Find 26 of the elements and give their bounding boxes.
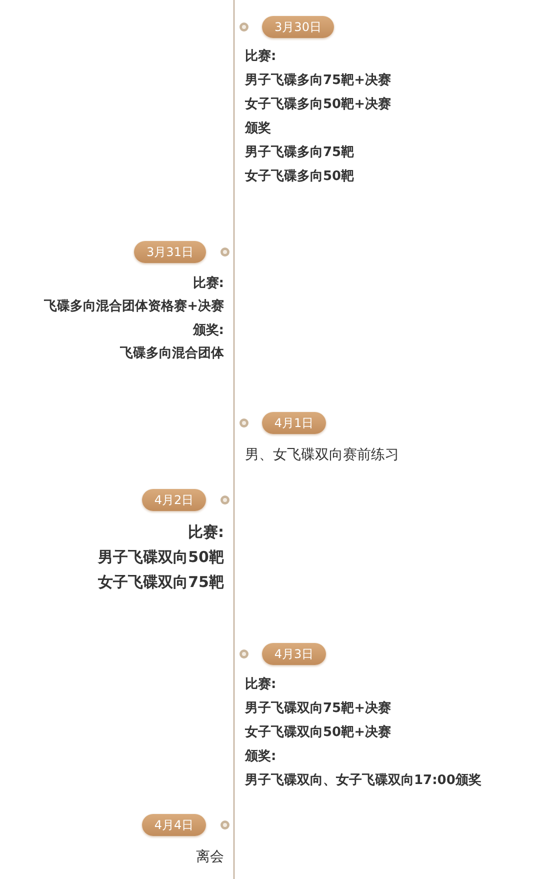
schedule-text: 飞碟多向混合团体 <box>120 344 224 363</box>
schedule-text: 男子飞碟多向75靶 <box>245 144 354 162</box>
schedule-text: 男子飞碟双向50靶 <box>98 548 224 566</box>
schedule-text: 比赛: <box>192 275 224 293</box>
schedule-text: 女子飞碟双向75靶 <box>98 573 224 591</box>
schedule-text: 颁奖: <box>245 748 276 766</box>
schedule-text: 男子飞碟多向75靶+决赛 <box>245 72 391 90</box>
schedule-text: 比赛: <box>188 523 224 541</box>
schedule-text: 女子飞碟多向50靶 <box>245 168 354 186</box>
schedule-text: 比赛: <box>245 48 276 66</box>
schedule-text: 男子飞碟双向、女子飞碟双向17:00颁奖 <box>245 772 482 790</box>
schedule-text: 飞碟多向混合团体资格赛+决赛 <box>44 298 224 316</box>
date-pill: 4月2日 <box>142 489 206 511</box>
schedule-text: 颁奖: <box>192 322 224 340</box>
schedule-text: 女子飞碟双向50靶+决赛 <box>245 724 391 742</box>
schedule-text: 男、女飞碟双向赛前练习 <box>245 446 399 464</box>
date-pill: 4月1日 <box>262 412 326 434</box>
date-pill: 3月30日 <box>262 16 334 38</box>
schedule-text: 离会 <box>196 848 224 866</box>
schedule-text: 颁奖 <box>245 120 271 138</box>
schedule-text: 男子飞碟双向75靶+决赛 <box>245 700 391 718</box>
schedule-text: 比赛: <box>245 676 276 694</box>
date-pill: 3月31日 <box>134 241 206 263</box>
date-pill: 4月4日 <box>142 814 206 836</box>
schedule-text: 女子飞碟多向50靶+决赛 <box>245 96 391 114</box>
date-pill: 4月3日 <box>262 643 326 665</box>
